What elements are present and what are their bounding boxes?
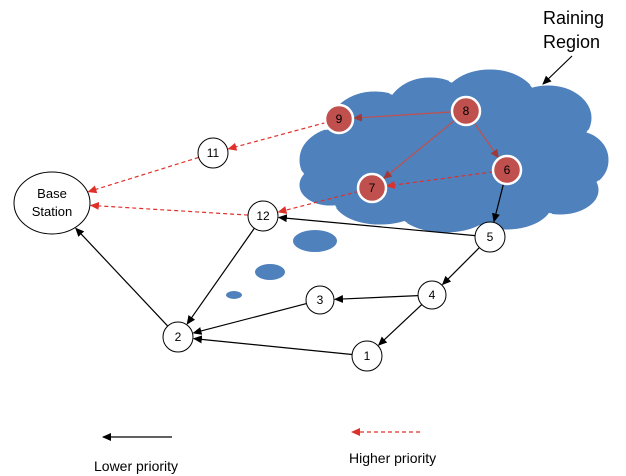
node-label: 12 xyxy=(256,209,270,223)
node-12: 12 xyxy=(247,200,279,232)
edge-4-to-1 xyxy=(377,304,423,346)
node-circle xyxy=(356,172,388,204)
edge-8-to-7 xyxy=(382,119,456,180)
node-3: 3 xyxy=(305,285,335,315)
cloud-bubble-medium xyxy=(253,262,287,282)
legend-higher-priority-label: Higher priority xyxy=(349,450,436,466)
cloud-bubble-small xyxy=(224,289,244,301)
edge-8-to-6 xyxy=(473,122,500,159)
edge-6-to-5 xyxy=(492,183,505,223)
base-station-label-line2: Station xyxy=(32,204,72,219)
node-circle xyxy=(417,280,447,310)
node-circle xyxy=(450,95,482,127)
edge-5-to-4 xyxy=(441,247,480,286)
node-6: 6 xyxy=(491,154,523,186)
edge-5-to-12 xyxy=(277,214,476,237)
edge-4-to-3 xyxy=(333,294,419,303)
node-9: 9 xyxy=(323,103,355,135)
legend: Lower priority Higher priority xyxy=(94,428,436,474)
node-8: 8 xyxy=(450,95,482,127)
node-circle xyxy=(351,340,383,372)
node-4: 4 xyxy=(417,280,447,310)
node-circle xyxy=(197,137,229,169)
node-label: 4 xyxy=(429,288,436,302)
edge-3-to-2 xyxy=(192,302,307,335)
edge-8-to-9 xyxy=(352,111,453,122)
node-label: 3 xyxy=(317,293,324,307)
node-label: 1 xyxy=(364,349,371,363)
rain-cloud xyxy=(296,66,612,236)
node-2: 2 xyxy=(162,321,194,353)
edge-2-to-base xyxy=(75,227,169,327)
region-label-line2: Region xyxy=(543,32,600,52)
cloud-bubbles xyxy=(224,228,339,301)
node-1: 1 xyxy=(351,340,383,372)
edge-11-to-base xyxy=(87,156,199,194)
node-circle xyxy=(323,103,355,135)
node-circle xyxy=(474,221,506,253)
node-label: 8 xyxy=(463,104,470,118)
node-circle xyxy=(162,321,194,353)
node-circle xyxy=(491,154,523,186)
edge-9-to-11 xyxy=(227,122,326,151)
node-label: 6 xyxy=(504,163,511,177)
node-label: 5 xyxy=(487,230,494,244)
cloud-bubble-large xyxy=(291,228,339,254)
node-7: 7 xyxy=(356,172,388,204)
node-label: 11 xyxy=(207,146,220,160)
edge-12-to-base xyxy=(89,201,249,216)
base-station-label-line1: Base xyxy=(37,186,67,201)
node-5: 5 xyxy=(474,221,506,253)
node-circle xyxy=(247,200,279,232)
node-label: 9 xyxy=(336,112,343,126)
region-label-line1: Raining xyxy=(543,8,604,28)
base-station: Base Station xyxy=(13,171,91,235)
edges xyxy=(75,111,505,356)
node-label: 7 xyxy=(369,181,376,195)
edge-1-to-2 xyxy=(192,335,353,356)
region-pointer-arrow xyxy=(542,55,573,85)
node-11: 11 xyxy=(197,137,229,169)
edge-6-to-7 xyxy=(385,171,494,189)
legend-lower-priority-label: Lower priority xyxy=(94,458,178,474)
node-label: 2 xyxy=(175,330,182,344)
node-circle xyxy=(305,285,335,315)
edge-12-to-2 xyxy=(186,227,255,325)
